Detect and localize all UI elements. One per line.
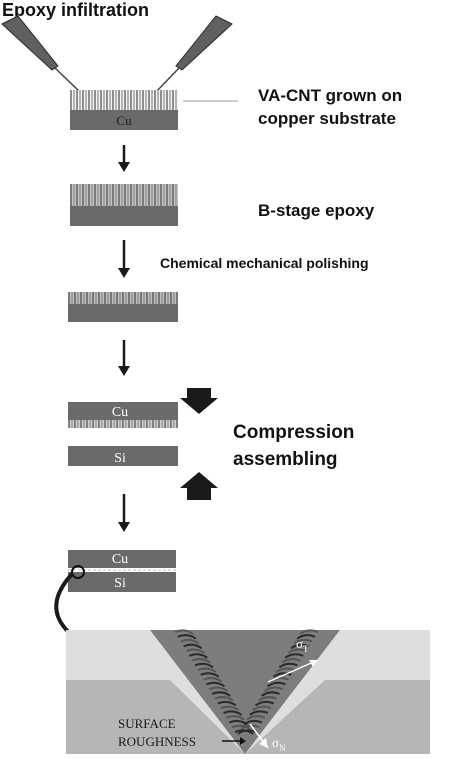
step4-compression: Cu Si [68, 402, 178, 466]
roughness-label: ROUGHNESS [118, 734, 196, 749]
si-block [68, 446, 178, 466]
cu-label-3: Cu [112, 552, 128, 567]
epoxy-infiltration-label: Epoxy infiltration [2, 0, 149, 20]
vacnt-label-line1: VA-CNT grown on [258, 86, 402, 105]
si-label-2: Si [114, 576, 126, 591]
cnt-forest-1 [70, 90, 178, 110]
inset-cnt-bundles [174, 629, 319, 735]
cnt-forest-3 [68, 292, 178, 304]
cnt-forest-2 [70, 184, 178, 206]
sigma-n-label: σN [272, 735, 286, 753]
compression-label-line1: Compression [233, 422, 354, 443]
down-arrow-icon [118, 240, 130, 278]
step3-polished [68, 292, 178, 322]
right-nozzle-icon [155, 15, 233, 93]
bstage-label: B-stage epoxy [258, 201, 375, 220]
sigma-t-arrow-icon [267, 659, 319, 683]
cu-substrate-3 [68, 304, 178, 322]
down-arrow-icon [118, 145, 130, 172]
roughness-arrow-icon [222, 737, 246, 745]
si-block-assembled [68, 572, 176, 592]
sigma-t-label: σT [296, 636, 309, 654]
vacnt-label-line2: copper substrate [258, 109, 396, 128]
compression-label-line2: assembling [233, 449, 338, 470]
surface-label: SURFACE [118, 716, 176, 731]
compress-down-arrow-icon [180, 388, 218, 414]
inset-left-face [66, 680, 245, 754]
cu-label-1: Cu [116, 113, 132, 128]
inset-right-face [245, 680, 430, 754]
compress-up-arrow-icon [180, 472, 218, 500]
left-nozzle-icon [1, 15, 81, 93]
cu-label-2: Cu [112, 405, 128, 420]
cmp-label: Chemical mechanical polishing [160, 255, 369, 271]
down-arrow-icon [118, 340, 130, 376]
sigma-n-arrow-icon [249, 723, 269, 749]
cu-block [68, 402, 178, 420]
step5-assembled: Cu Si [68, 550, 176, 592]
surface-roughness-inset: σT σN SURFACE ROUGHNESS [66, 629, 430, 754]
cu-substrate-1 [70, 110, 178, 130]
step1-vacnt-on-cu: Cu [70, 90, 238, 130]
step2-bstage-epoxy [70, 184, 178, 226]
cu-block-assembled [68, 550, 176, 568]
inset-v-groove [150, 630, 340, 754]
down-arrow-icon [118, 494, 130, 532]
cu-substrate-2 [70, 206, 178, 226]
zoom-circle-icon [71, 565, 85, 579]
cnt-forest-4 [68, 420, 178, 428]
si-label-1: Si [114, 451, 126, 466]
